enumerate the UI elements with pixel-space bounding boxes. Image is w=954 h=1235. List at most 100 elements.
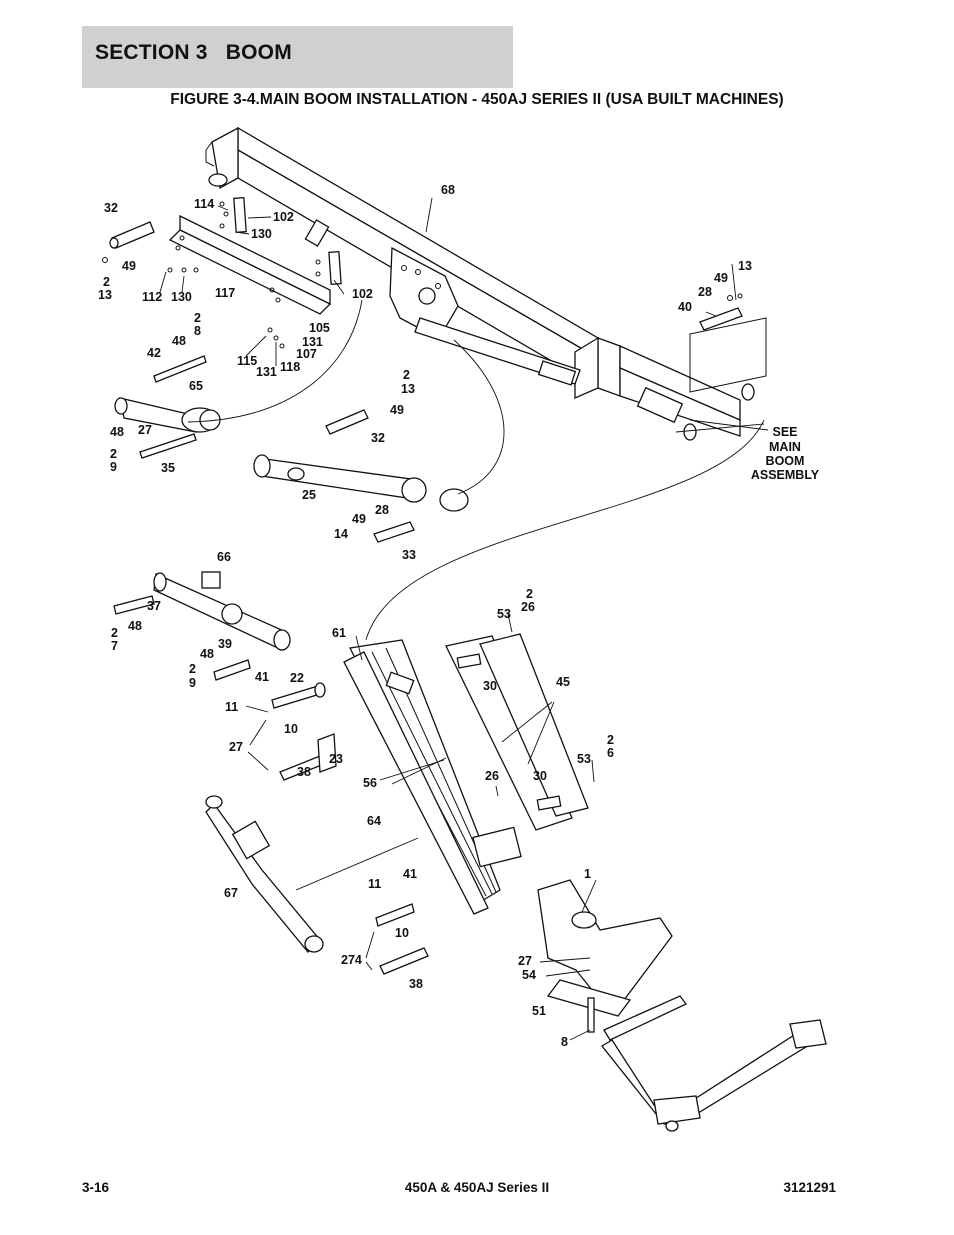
callout-131: 131 [302,335,323,349]
lift-cylinder-67 [205,795,324,953]
callout-48: 48 [200,647,214,661]
callout-61: 61 [332,626,346,640]
callout-117: 117 [215,286,235,300]
callout-274: 274 [341,953,362,967]
leader-arcs [187,299,769,891]
callout-48: 48 [172,334,186,348]
callout-27: 27 [518,954,532,968]
callout-2: 2 [403,368,410,382]
callout-35: 35 [161,461,175,475]
cylinder-66 [113,571,291,681]
callout-66: 66 [217,550,231,564]
callout-27: 27 [138,423,152,437]
callout-49: 49 [390,403,404,417]
callout-8: 8 [561,1035,568,1049]
model-name: 450A & 450AJ Series II [404,1180,550,1195]
section-title: SECTION 3 BOOM [95,41,292,64]
callout-13: 13 [98,288,112,302]
figure-title: FIGURE 3-4.MAIN BOOM INSTALLATION - 450A… [170,91,784,108]
callout-130: 130 [171,290,192,304]
callout-9: 9 [189,676,196,690]
callout-67: 67 [224,886,238,900]
callout-102: 102 [273,210,294,224]
cylinder-25 [253,409,469,543]
pin-40-assembly [683,293,767,441]
callout-51: 51 [532,1004,546,1018]
callout-115: 115 [237,354,257,368]
callout-37: 37 [147,599,161,613]
fastener-group [167,201,321,349]
callout-112: 112 [142,290,162,304]
callout-9: 9 [110,460,117,474]
callout-2: 2 [110,447,117,461]
callout-45: 45 [556,675,570,689]
callout-131: 131 [256,365,277,379]
callout-54: 54 [522,968,536,982]
section-banner [82,26,513,88]
callout-2: 2 [526,587,533,601]
callout-64: 64 [367,814,381,828]
callout-labels: 68 32 114 102 130 49 2 13 112 130 117 10… [98,183,752,1049]
callout-2: 2 [111,626,118,640]
callout-10: 10 [284,722,298,736]
callout-49: 49 [352,512,366,526]
callout-30: 30 [533,769,547,783]
callout-11: 11 [225,700,238,714]
callout-2: 2 [607,733,614,747]
callout-49: 49 [714,271,728,285]
callout-leaders [159,197,737,1041]
see-main-boom-note: SEE MAIN BOOM ASSEMBLY [751,425,820,482]
see-note-line-2: MAIN [769,440,801,454]
see-note-line-4: ASSEMBLY [751,468,820,482]
page-number: 3-16 [82,1180,110,1195]
callout-118: 118 [280,360,300,374]
callout-2: 2 [189,662,196,676]
callout-27: 27 [229,740,243,754]
callout-102: 102 [352,287,373,301]
callout-11: 11 [368,877,381,891]
callout-48: 48 [110,425,124,439]
callout-38: 38 [297,765,311,779]
pin-group-lower [375,903,429,975]
callout-26: 26 [485,769,499,783]
cylinder-65 [114,355,221,459]
callout-10: 10 [395,926,409,940]
see-note-line-3: BOOM [766,454,805,468]
callout-105: 105 [309,321,330,335]
callout-25: 25 [302,488,316,502]
callout-14: 14 [334,527,348,541]
callout-56: 56 [363,776,377,790]
callout-32: 32 [371,431,385,445]
callout-23: 23 [329,752,343,766]
callout-41: 41 [255,670,269,684]
callout-38: 38 [409,977,423,991]
pin-group-middle [271,682,337,781]
callout-41: 41 [403,867,417,881]
callout-13: 13 [401,382,415,396]
callout-42: 42 [147,346,161,360]
callout-13: 13 [738,259,752,273]
pin-32-upper [102,221,155,263]
callout-49: 49 [122,259,136,273]
document-number: 3121291 [783,1180,836,1195]
callout-28: 28 [375,503,389,517]
callout-39: 39 [218,637,232,651]
main-boom-assembly [167,126,741,437]
callout-53: 53 [577,752,591,766]
callout-30: 30 [483,679,497,693]
callout-6: 6 [607,746,614,760]
callout-107: 107 [296,347,317,361]
callout-33: 33 [402,548,416,562]
callout-2: 2 [194,311,201,325]
callout-130: 130 [251,227,272,241]
see-note-line-1: SEE [772,425,797,439]
callout-26: 26 [521,600,535,614]
callout-48: 48 [128,619,142,633]
callout-32: 32 [104,201,118,215]
callout-1: 1 [584,867,591,881]
callout-68: 68 [441,183,455,197]
upright-61 [343,639,522,915]
side-plates-45 [445,633,589,831]
callout-7: 7 [111,639,118,653]
